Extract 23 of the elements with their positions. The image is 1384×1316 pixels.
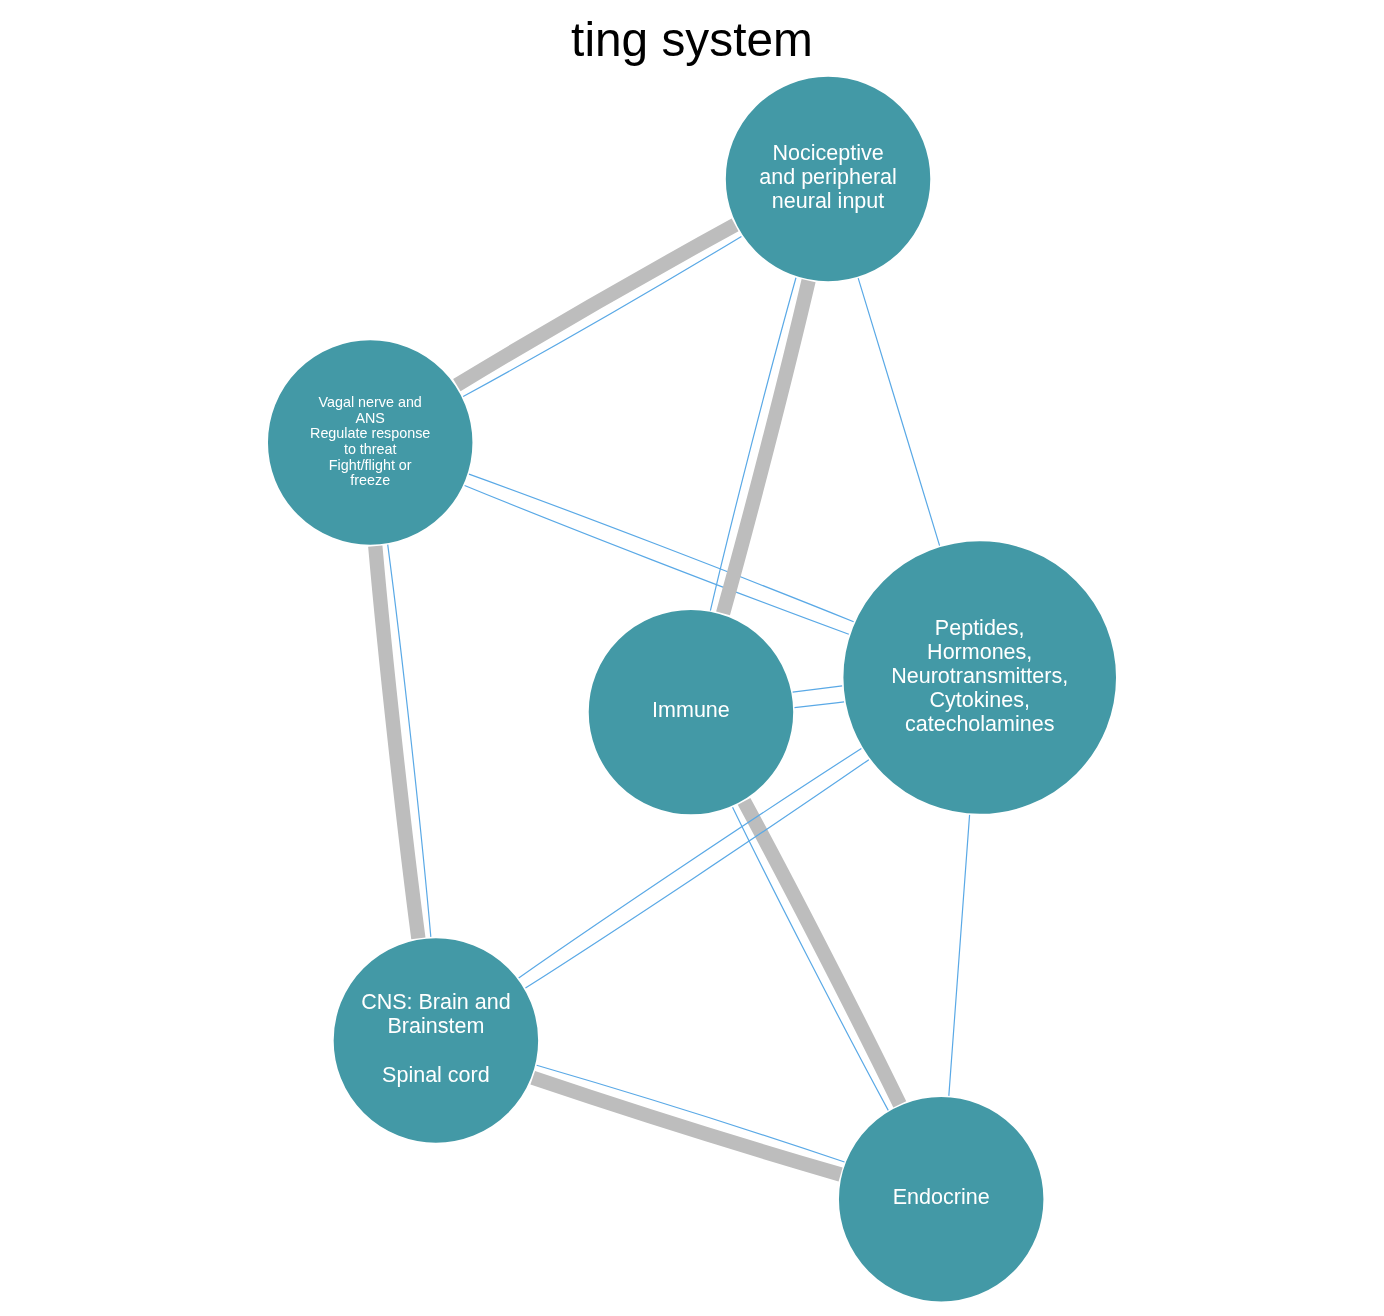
- node-circle: Peptides, Hormones, Neurotransmitters, Cytokines, catecholamines: [841, 538, 1119, 817]
- connector: [468, 473, 855, 623]
- connector: [731, 806, 889, 1111]
- connector: [857, 277, 941, 547]
- connector: [536, 1064, 846, 1163]
- node-circle: Immune: [586, 607, 796, 817]
- connector: [462, 235, 742, 398]
- connector: [793, 701, 845, 709]
- node-circle: Nociceptive and peripheral neural input: [723, 74, 933, 284]
- connector: [716, 278, 816, 616]
- connector: [709, 277, 797, 612]
- node-circle: Endocrine: [836, 1094, 1046, 1304]
- connector: [530, 1070, 843, 1182]
- connector: [387, 544, 432, 938]
- diagram-title: ting system: [571, 13, 813, 67]
- connector: [792, 685, 843, 693]
- connector: [464, 484, 850, 635]
- node-circle: Vagal nerve and ANS Regulate response to threat Fight/flight or freeze: [265, 337, 475, 548]
- connector: [737, 797, 907, 1108]
- node-circle: CNS: Brain and Brainstem Spinal cord: [331, 935, 541, 1146]
- connector: [948, 814, 971, 1097]
- connector: [368, 545, 426, 940]
- connector: [453, 218, 739, 392]
